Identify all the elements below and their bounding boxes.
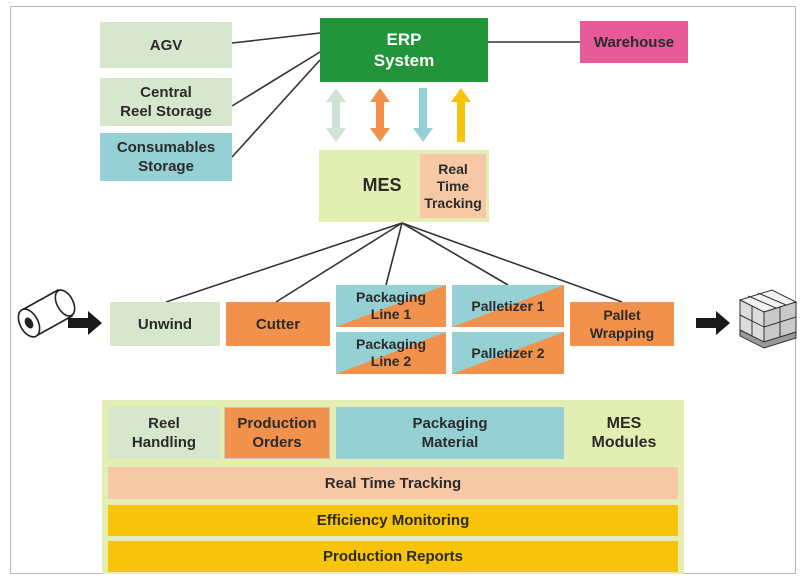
packaging-line-1-label: Packaging Line 1	[355, 289, 427, 322]
wrapped-pallet-icon	[738, 289, 798, 349]
palletizer-1-box: Palletizer 1	[452, 285, 564, 327]
production-orders-label: Production Orders	[237, 415, 317, 451]
central-reel-storage-box: Central Reel Storage	[100, 78, 232, 126]
connector-consumables-erp	[231, 59, 321, 158]
palletizer-2-label: Palletizer 2	[471, 344, 545, 361]
connector-mes-palletizer1	[401, 222, 509, 286]
production-reports-label: Production Reports	[322, 548, 463, 565]
consumables-storage-label: Consumables Storage	[116, 139, 216, 175]
consumables-storage-box: Consumables Storage	[100, 133, 232, 181]
agv-label: AGV	[149, 36, 183, 54]
connector-mes-cutter	[275, 222, 403, 303]
mes-modules-box: MES Modules	[570, 407, 678, 459]
bidirectional-arrow-light	[326, 88, 346, 142]
down-arrow-aqua	[413, 88, 433, 142]
packaging-line-2-box: Packaging Line 2	[336, 332, 446, 374]
palletizer-2-box: Palletizer 2	[452, 332, 564, 374]
erp-system-box: ERP System	[320, 18, 488, 82]
erp-system-label: ERP System	[373, 30, 435, 70]
connector-mes-packaging1	[385, 222, 403, 286]
connector-mes-unwind	[165, 222, 403, 303]
packaging-line-1-box: Packaging Line 1	[336, 285, 446, 327]
paper-reel-icon	[17, 288, 76, 338]
unwind-box: Unwind	[110, 302, 220, 346]
mes-real-time-tracking-label: Real Time Tracking	[424, 160, 482, 211]
connector-mes-pallet-wrapping	[401, 222, 623, 303]
erp-mes-arrows	[326, 88, 471, 142]
packaging-material-label: Packaging Material	[412, 415, 488, 451]
real-time-tracking-bar: Real Time Tracking	[108, 467, 678, 499]
production-orders-box: Production Orders	[224, 407, 330, 459]
pallet-wrapping-label: Pallet Wrapping	[589, 307, 655, 341]
agv-box: AGV	[100, 22, 232, 68]
reel-handling-box: Reel Handling	[108, 407, 220, 459]
packaging-line-2-label: Packaging Line 2	[355, 336, 427, 369]
warehouse-box: Warehouse	[580, 21, 688, 63]
warehouse-label: Warehouse	[593, 33, 675, 51]
reel-handling-label: Reel Handling	[131, 415, 197, 451]
palletizer-1-label: Palletizer 1	[471, 297, 545, 314]
unwind-label: Unwind	[137, 315, 193, 333]
connector-reel-storage-erp	[231, 51, 321, 107]
up-arrow-yellow	[451, 88, 471, 142]
production-reports-bar: Production Reports	[108, 541, 678, 572]
pallet-wrapping-box: Pallet Wrapping	[570, 302, 674, 346]
connector-agv-erp	[231, 32, 321, 44]
packaging-material-box: Packaging Material	[336, 407, 564, 459]
cutter-box: Cutter	[226, 302, 330, 346]
efficiency-monitoring-label: Efficiency Monitoring	[316, 512, 470, 529]
mes-modules-label: MES Modules	[591, 415, 657, 451]
cutter-label: Cutter	[255, 315, 301, 333]
mes-label-box: MES	[352, 170, 412, 200]
mes-real-time-tracking-box: Real Time Tracking	[420, 154, 486, 218]
central-reel-storage-label: Central Reel Storage	[120, 84, 212, 120]
right-arrow-icon	[696, 311, 730, 335]
mes-label: MES	[362, 174, 402, 195]
real-time-tracking-bar-label: Real Time Tracking	[324, 474, 462, 492]
right-arrow-icon	[68, 311, 102, 335]
efficiency-monitoring-bar: Efficiency Monitoring	[108, 505, 678, 536]
bidirectional-arrow-orange	[370, 88, 390, 142]
